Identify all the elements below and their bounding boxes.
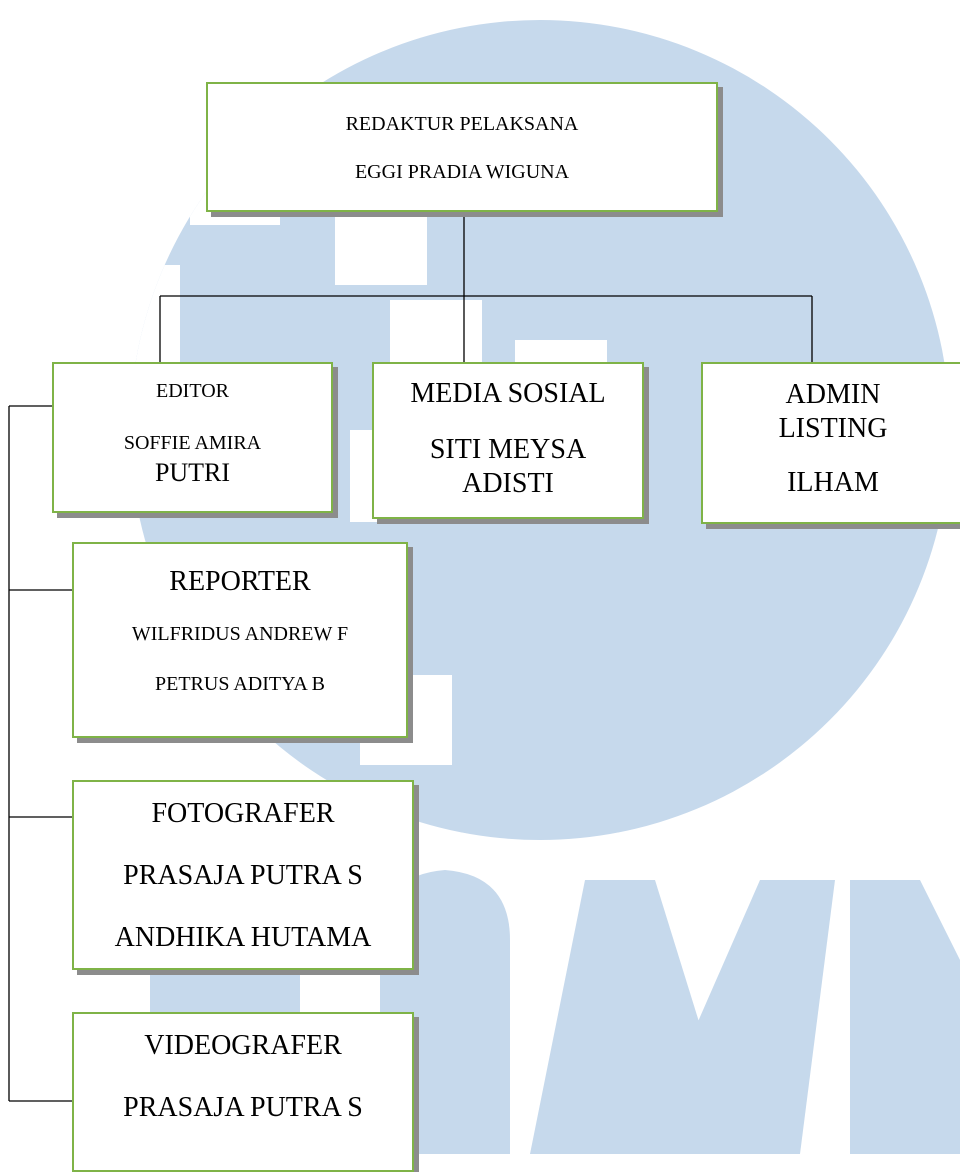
reporter-title: REPORTER [169, 566, 311, 597]
reporter-name-line-1: WILFRIDUS ANDREW F [131, 623, 349, 645]
redaktur-title: REDAKTUR PELAKSANA [345, 113, 579, 135]
editor-name-line-1: SOFFIE AMIRA [123, 432, 262, 454]
videografer-box: VIDEOGRAFER PRASAJA PUTRA S [72, 1012, 414, 1172]
redaktur-name: EGGI PRADIA WIGUNA [354, 161, 570, 183]
media-sosial-box: MEDIA SOSIAL SITI MEYSA ADISTI [372, 362, 644, 519]
videografer-title: VIDEOGRAFER [144, 1030, 342, 1061]
admin-name: ILHAM [787, 467, 879, 498]
editor-name-line-2: PUTRI [154, 458, 231, 487]
editor-box: EDITOR SOFFIE AMIRA PUTRI [52, 362, 333, 513]
media-sosial-name-line-2: ADISTI [462, 468, 554, 499]
videografer-name-line-1: PRASAJA PUTRA S [123, 1092, 363, 1123]
reporter-name-line-2: PETRUS ADITYA B [154, 673, 326, 695]
reporter-box: REPORTER WILFRIDUS ANDREW F PETRUS ADITY… [72, 542, 408, 738]
fotografer-name-line-1: PRASAJA PUTRA S [123, 860, 363, 891]
media-sosial-name-line-1: SITI MEYSA [429, 434, 587, 465]
editor-title: EDITOR [156, 380, 229, 402]
redaktur-pelaksana-box: REDAKTUR PELAKSANA EGGI PRADIA WIGUNA [206, 82, 718, 212]
admin-listing-box: ADMIN LISTING ILHAM [701, 362, 960, 524]
admin-title-line-1: ADMIN [785, 379, 881, 410]
fotografer-title: FOTOGRAFER [151, 798, 335, 829]
admin-title-line-2: LISTING [778, 413, 888, 444]
fotografer-box: FOTOGRAFER PRASAJA PUTRA S ANDHIKA HUTAM… [72, 780, 414, 970]
fotografer-name-line-2: ANDHIKA HUTAMA [114, 922, 372, 953]
media-sosial-title: MEDIA SOSIAL [410, 378, 606, 409]
